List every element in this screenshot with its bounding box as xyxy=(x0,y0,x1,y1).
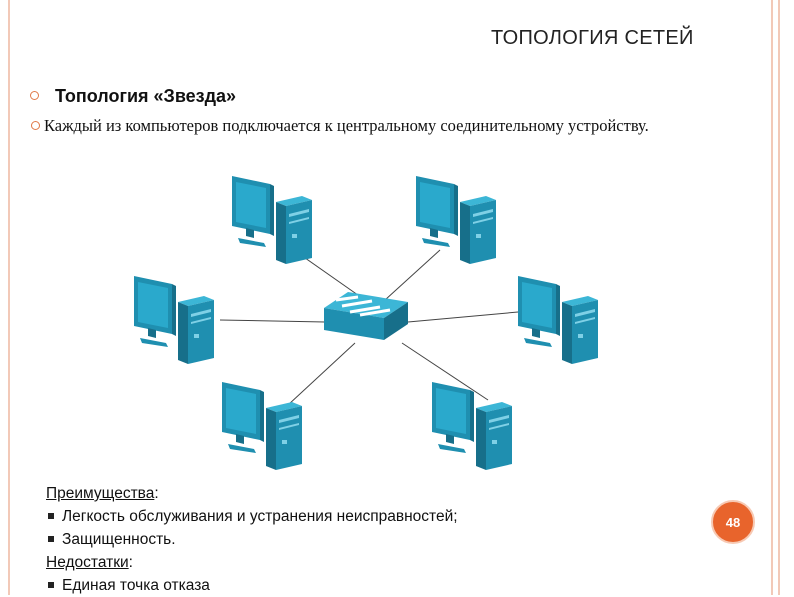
square-bullet-icon xyxy=(48,581,54,588)
computer-bottom-right-icon xyxy=(432,382,512,470)
right-border xyxy=(771,0,780,595)
connection-lines xyxy=(219,249,519,406)
slide-title: ТОПОЛОГИЯ СЕТЕЙ xyxy=(491,27,694,49)
switch-icon xyxy=(324,292,408,340)
disadvantage-item: Единая точка отказа xyxy=(46,574,458,597)
computer-top-right-icon xyxy=(416,176,496,264)
computer-bottom-left-icon xyxy=(222,382,302,470)
advantage-item: Легкость обслуживания и устранения неисп… xyxy=(46,505,458,528)
page-number-badge: 48 xyxy=(711,500,755,544)
star-topology-diagram xyxy=(134,176,598,470)
topology-heading: Топология «Звезда» xyxy=(55,86,237,106)
square-bullet-icon xyxy=(48,535,54,542)
computer-left-icon xyxy=(134,276,214,364)
computer-right-icon xyxy=(518,276,598,364)
computer-top-left-icon xyxy=(232,176,312,264)
pros-cons-block: Преимущества: Легкость обслуживания и ус… xyxy=(46,482,458,597)
square-bullet-icon xyxy=(48,512,54,519)
bullet-icon xyxy=(31,121,40,130)
advantages-heading: Преимущества: xyxy=(46,485,159,502)
topology-description: Каждый из компьютеров подключается к цен… xyxy=(44,116,649,135)
left-border xyxy=(8,0,10,595)
advantage-item: Защищенность. xyxy=(46,528,458,551)
bullet-icon xyxy=(30,91,39,100)
disadvantages-heading: Недостатки: xyxy=(46,554,133,571)
